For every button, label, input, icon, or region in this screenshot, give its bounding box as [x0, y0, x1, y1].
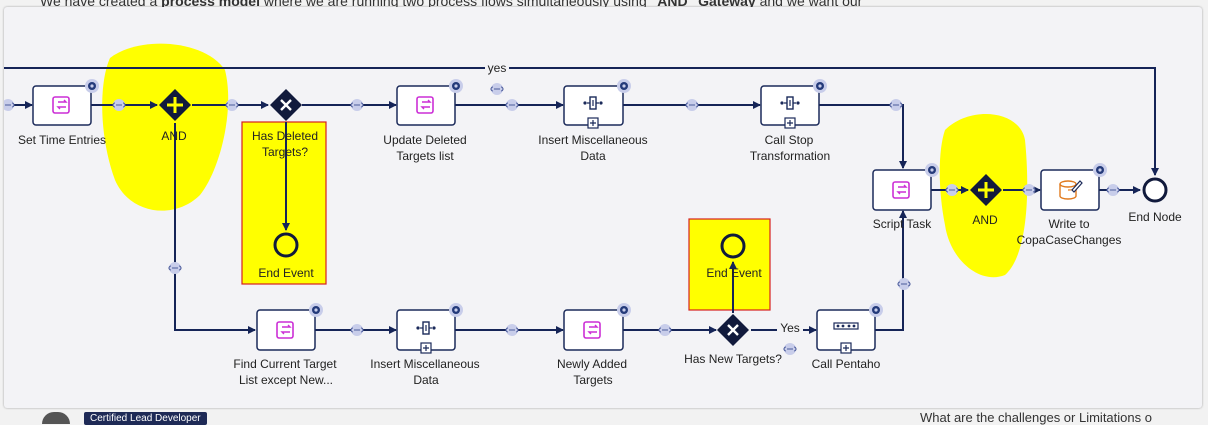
- label-call-stop-line2: Transformation: [750, 149, 830, 163]
- task-write-to-copa[interactable]: [1040, 163, 1107, 211]
- question-text-bold: process model: [161, 0, 260, 9]
- label-and-left: AND: [161, 129, 187, 143]
- gear-icon[interactable]: [449, 79, 463, 93]
- integration-icon: [833, 322, 859, 330]
- task-update-deleted-targets[interactable]: [396, 79, 463, 126]
- label-end-node: End Node: [1128, 210, 1182, 224]
- subprocess-call-pentaho[interactable]: [816, 303, 883, 354]
- question-text-part: where we are running two process flows s…: [259, 0, 651, 9]
- label-and-right: AND: [972, 213, 998, 227]
- task-set-time-entries[interactable]: [32, 79, 99, 126]
- gear-icon[interactable]: [869, 303, 883, 317]
- question-text-part: and we want our: [755, 0, 863, 9]
- task-script-task[interactable]: [872, 163, 939, 211]
- gear-icon[interactable]: [449, 303, 463, 317]
- and-gateway-left[interactable]: [159, 89, 191, 121]
- gear-icon[interactable]: [617, 303, 631, 317]
- task-newly-added-targets[interactable]: [563, 303, 631, 351]
- label-end-event-1: End Event: [258, 266, 314, 280]
- background-question-text: We have created a process model where we…: [40, 0, 862, 9]
- label-newly-added-line1: Newly Added: [557, 357, 627, 371]
- gear-icon[interactable]: [617, 79, 631, 93]
- gear-icon[interactable]: [1093, 163, 1107, 177]
- yes-bottom-label-bg: [777, 321, 803, 336]
- yes-label-bg: [485, 61, 509, 75]
- user-avatar[interactable]: [42, 412, 70, 424]
- label-write-to-line2: CopaCaseChanges: [1017, 233, 1122, 247]
- xor-gateway-has-deleted[interactable]: [270, 89, 302, 121]
- label-insert-misc-top-line1: Insert Miscellaneous: [538, 133, 647, 147]
- xor-gateway-has-new-targets[interactable]: [717, 314, 749, 346]
- subprocess-insert-misc-bottom[interactable]: [396, 303, 463, 354]
- and-gateway-right[interactable]: [970, 174, 1002, 206]
- end-event-2[interactable]: [720, 233, 746, 259]
- label-call-pentaho: Call Pentaho: [812, 357, 881, 371]
- label-insert-misc-bottom-line1: Insert Miscellaneous: [370, 357, 479, 371]
- label-set-time-entries: Set Time Entries: [18, 133, 106, 147]
- label-call-stop-line1: Call Stop: [765, 133, 814, 147]
- subprocess-call-stop[interactable]: [760, 79, 827, 129]
- label-has-new-targets: Has New Targets?: [684, 352, 782, 366]
- subprocess-insert-misc-top[interactable]: [563, 79, 631, 129]
- question-text-bold: "AND" Gateway: [650, 0, 756, 9]
- label-script-task: Script Task: [873, 217, 932, 231]
- label-has-deleted-line2: Targets?: [262, 145, 308, 159]
- label-update-deleted-line2: Targets list: [396, 149, 454, 163]
- process-diagram: Set Time Entries AND Has Deleted Targets…: [4, 43, 1182, 387]
- label-insert-misc-bottom-line2: Data: [413, 373, 439, 387]
- label-has-deleted-line1: Has Deleted: [252, 129, 318, 143]
- process-model-canvas: Set Time Entries AND Has Deleted Targets…: [4, 7, 1202, 408]
- label-yes-top: yes: [488, 61, 507, 75]
- label-end-event-2: End Event: [706, 266, 762, 280]
- label-yes-bottom: Yes: [780, 321, 800, 335]
- label-find-current-line1: Find Current Target: [233, 357, 337, 371]
- database-write-icon: [1059, 180, 1083, 200]
- end-node[interactable]: [1142, 177, 1168, 203]
- label-insert-misc-top-line2: Data: [580, 149, 606, 163]
- end-event-1[interactable]: [273, 232, 299, 258]
- label-update-deleted-line1: Update Deleted: [383, 133, 466, 147]
- user-badge: Certified Lead Developer: [84, 412, 207, 425]
- label-newly-added-line2: Targets: [573, 373, 612, 387]
- gear-icon[interactable]: [85, 79, 99, 93]
- task-find-current-target[interactable]: [256, 303, 323, 351]
- gear-icon[interactable]: [309, 303, 323, 317]
- highlight-and-left: [102, 43, 229, 211]
- gear-icon[interactable]: [925, 163, 939, 177]
- related-question-link[interactable]: What are the challenges or Limitations o: [920, 410, 1152, 425]
- label-write-to-line1: Write to: [1048, 217, 1089, 231]
- label-find-current-line2: List except New...: [239, 373, 333, 387]
- gear-icon[interactable]: [813, 79, 827, 93]
- highlight-end-event-2: [688, 218, 771, 311]
- question-text-part: We have created a: [40, 0, 162, 9]
